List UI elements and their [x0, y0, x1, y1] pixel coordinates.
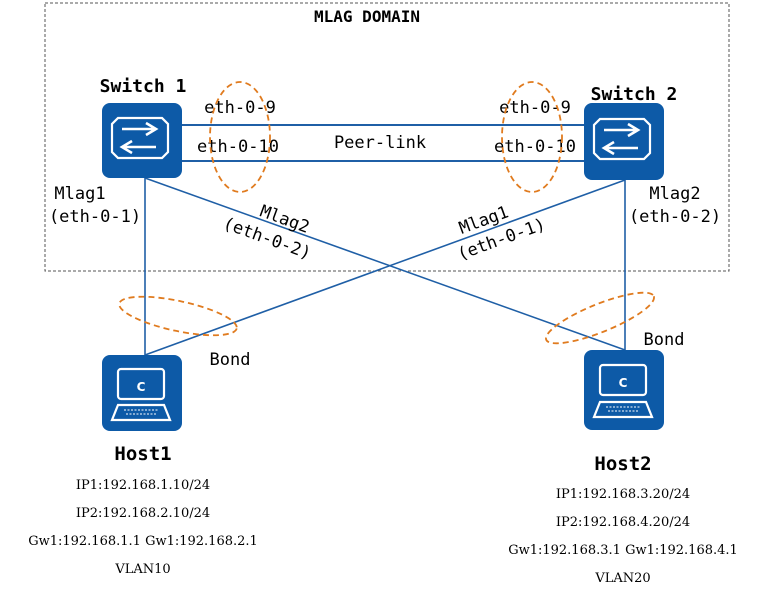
host-1[interactable]: C — [102, 355, 182, 431]
peer-link-label: Peer-link — [334, 133, 426, 153]
host-2-vlan: VLAN20 — [594, 571, 650, 586]
host-2-gateways: Gw1:192.168.3.1 Gw1:192.168.4.1 — [508, 543, 738, 558]
mlag-domain-box — [44, 2, 730, 272]
switch-1-mlag-port: (eth-0-1) — [49, 207, 141, 227]
bond-ring-host2 — [545, 291, 655, 345]
switch-icon — [110, 116, 170, 160]
switch-2-port-top: eth-0-9 — [499, 98, 571, 118]
switch-1[interactable] — [102, 103, 182, 178]
domain-title: MLAG DOMAIN — [314, 7, 420, 26]
host-2[interactable]: C — [584, 350, 664, 430]
switch-1-body — [102, 103, 182, 178]
host-1-vlan: VLAN10 — [114, 562, 170, 577]
cross-link-left-label: Mlag2 (eth-0-2) — [220, 202, 313, 264]
bond-label-host1: Bond — [210, 350, 251, 370]
switch-1-port-bottom: eth-0-10 — [197, 137, 279, 157]
bond-ring-host1 — [118, 295, 238, 337]
host-2-name: Host2 — [594, 453, 651, 475]
switch-2-body — [584, 103, 664, 180]
bond-label-host2: Bond — [644, 330, 685, 350]
switch-icon — [592, 117, 652, 161]
port-ring-switch-1 — [209, 81, 271, 193]
link-switch2-host1 — [144, 179, 626, 356]
host-1-icon-letter: C — [137, 380, 146, 394]
laptop-icon — [592, 363, 654, 419]
switch-1-port-top: eth-0-9 — [204, 98, 276, 118]
link-switch1-host2 — [144, 177, 626, 351]
host-2-icon-letter: C — [619, 376, 628, 390]
switch-1-name: Switch 1 — [100, 76, 187, 97]
switch-2-name: Switch 2 — [591, 84, 678, 105]
host-2-ip1: IP1:192.168.3.20/24 — [556, 487, 690, 502]
switch-1-mlag-name: Mlag1 — [54, 184, 105, 204]
switch-2[interactable] — [584, 103, 664, 180]
port-ring-switch-2 — [501, 81, 563, 193]
switch-2-port-bottom: eth-0-10 — [494, 137, 576, 157]
host-1-body — [102, 355, 182, 431]
switch-2-mlag-port: (eth-0-2) — [629, 207, 721, 227]
switch-2-mlag-name: Mlag2 — [649, 184, 700, 204]
cross-link-right-label: Mlag1 (eth-0-1) — [455, 202, 548, 264]
host-1-ip2: IP2:192.168.2.10/24 — [76, 506, 210, 521]
host-1-ip1: IP1:192.168.1.10/24 — [76, 478, 210, 493]
host-2-body — [584, 350, 664, 430]
host-1-gateways: Gw1:192.168.1.1 Gw1:192.168.2.1 — [28, 534, 258, 549]
host-1-name: Host1 — [114, 443, 171, 465]
host-2-ip2: IP2:192.168.4.20/24 — [556, 515, 690, 530]
laptop-icon — [110, 367, 172, 422]
